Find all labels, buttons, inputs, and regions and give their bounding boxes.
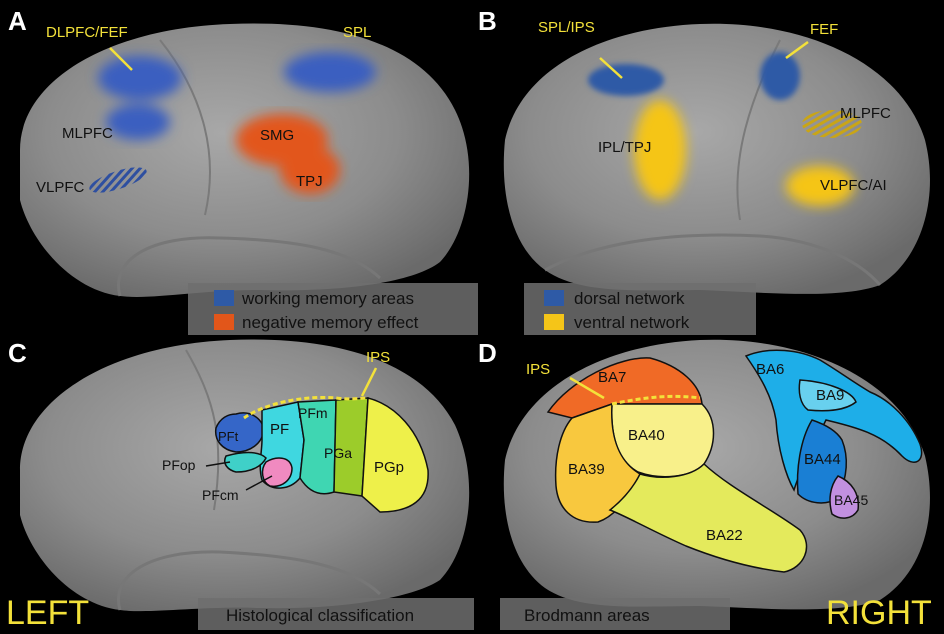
- vlpfc-hatch-a: [89, 167, 147, 193]
- label-ba6: BA6: [756, 361, 784, 378]
- ips-dotted-line-c: [243, 395, 369, 420]
- yellow-activations-b: [634, 100, 854, 206]
- label-pfcm: PFcm: [202, 487, 239, 503]
- label-ba44: BA44: [804, 451, 841, 468]
- label-smg: SMG: [260, 127, 294, 144]
- central-sulcus-a: [159, 39, 211, 216]
- label-ba45: BA45: [834, 492, 868, 508]
- label-vlpfc-a: VLPFC: [36, 179, 85, 196]
- region-ba6: [744, 349, 923, 492]
- label-pft: PFt: [218, 429, 239, 444]
- leader-ips-c: [360, 367, 378, 397]
- legend-swatch-ventral: [544, 314, 564, 330]
- leader-spl-ips: [599, 57, 623, 79]
- sylvian-fissure-a: [117, 236, 382, 297]
- legend-label-ventral: ventral network: [574, 313, 690, 332]
- leader-pfcm: [245, 475, 273, 491]
- brain-left-lateral-a: [20, 23, 470, 297]
- orange-activations-a: [236, 114, 340, 194]
- label-ba39: BA39: [568, 461, 605, 478]
- region-pgp: [361, 397, 429, 513]
- panel-letter-a: A: [8, 6, 27, 36]
- label-ba40: BA40: [628, 427, 665, 444]
- panel-a: A DLPFC/FEF SPL MLPFC SMG VLPFC TPJ work…: [8, 6, 478, 335]
- label-mlpfc-a: MLPFC: [62, 125, 113, 142]
- label-ba7: BA7: [598, 369, 626, 386]
- leader-pfop: [205, 461, 231, 467]
- label-pfop: PFop: [162, 457, 196, 473]
- leader-dlpfc: [109, 47, 133, 71]
- region-pfcm: [261, 457, 293, 488]
- leader-ips-d: [569, 376, 605, 400]
- region-ba22: [608, 462, 808, 573]
- panel-b: B SPL/IPS FEF MLPFC IPL/TPJ VLPFC/AI dor…: [478, 6, 930, 335]
- legend-swatch-dorsal: [544, 290, 564, 306]
- region-ba7: [546, 357, 703, 419]
- legend-swatch-neg: [214, 314, 234, 330]
- caption-box-d: [500, 598, 730, 630]
- hemisphere-right-label: RIGHT: [826, 594, 932, 632]
- label-ips-d: IPS: [526, 361, 550, 378]
- label-ips-c: IPS: [366, 349, 390, 366]
- legend-box-a: [188, 283, 478, 335]
- label-pf: PF: [270, 421, 289, 438]
- blue-activations-a: [98, 52, 376, 140]
- label-spl: SPL: [343, 24, 371, 41]
- mlpfc-hatch-b: [802, 110, 862, 138]
- legend-swatch-wm: [214, 290, 234, 306]
- panel-d: D IPS BA7 BA6 BA9 BA40 BA39 BA44 BA45 BA…: [478, 338, 932, 632]
- label-ba9: BA9: [816, 387, 844, 404]
- region-ba45: [829, 475, 860, 519]
- label-mlpfc-b: MLPFC: [840, 105, 891, 122]
- central-sulcus-c: [185, 349, 220, 511]
- label-ipl-tpj: IPL/TPJ: [598, 139, 651, 156]
- label-pga: PGa: [324, 445, 352, 461]
- legend-label-dorsal: dorsal network: [574, 289, 685, 308]
- leader-fef: [785, 40, 809, 60]
- blue-activations-b: [588, 52, 800, 100]
- legend-label-wm: working memory areas: [241, 289, 414, 308]
- label-vlpfc-ai: VLPFC/AI: [820, 177, 887, 194]
- region-pft: [214, 412, 265, 453]
- panel-letter-b: B: [478, 6, 497, 36]
- label-pgp: PGp: [374, 459, 404, 476]
- caption-c: Histological classification: [226, 606, 414, 625]
- region-ba39: [554, 402, 641, 523]
- caption-box-c: [198, 598, 474, 630]
- label-tpj: TPJ: [296, 173, 323, 190]
- panel-c: C IPS PFt PF PFm PFop PGa PGp PFcm Histo…: [6, 338, 474, 632]
- label-spl-ips: SPL/IPS: [538, 19, 595, 36]
- sylvian-fissure-b: [544, 233, 882, 286]
- label-ba22: BA22: [706, 527, 743, 544]
- panel-letter-d: D: [478, 338, 497, 368]
- label-pfm: PFm: [298, 405, 328, 421]
- label-fef: FEF: [810, 21, 838, 38]
- region-pfop: [224, 451, 267, 473]
- caption-d: Brodmann areas: [524, 606, 650, 625]
- ips-dotted-line-d: [611, 394, 701, 406]
- hemisphere-left-label: LEFT: [6, 594, 89, 632]
- panel-letter-c: C: [8, 338, 27, 368]
- label-dlpfc-fef: DLPFC/FEF: [46, 24, 128, 41]
- sylvian-fissure-c: [117, 550, 382, 611]
- legend-label-neg: negative memory effect: [242, 313, 419, 332]
- region-ba9: [798, 379, 857, 412]
